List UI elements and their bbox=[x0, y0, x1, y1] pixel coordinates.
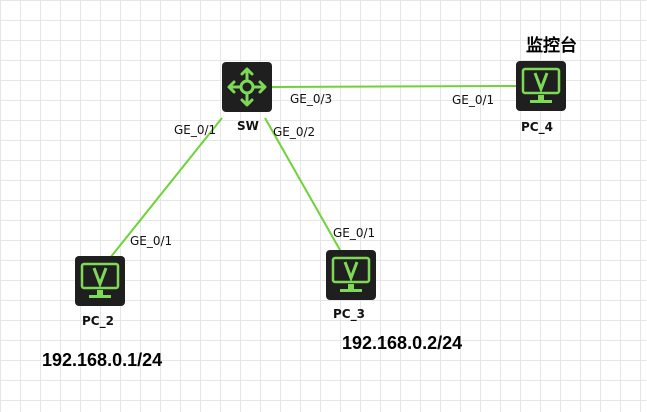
link-sw-pc2 bbox=[109, 117, 223, 259]
node-pc4[interactable]: PC_4 bbox=[516, 61, 566, 135]
monitor-stand bbox=[348, 284, 354, 289]
node-label-pc2: PC_2 bbox=[82, 314, 114, 329]
link-sw-pc3 bbox=[264, 117, 341, 251]
monitor-stand bbox=[538, 95, 544, 100]
node-sw[interactable]: SW bbox=[222, 62, 272, 133]
port-label-pc2-ge01: GE_0/1 bbox=[130, 234, 172, 248]
switch-icon bbox=[222, 62, 272, 112]
switch-arrows-icon bbox=[227, 67, 267, 107]
monitor-base bbox=[530, 100, 552, 103]
pc3-ip-note: 192.168.0.2/24 bbox=[342, 333, 463, 353]
node-label-pc4: PC_4 bbox=[521, 120, 553, 135]
port-label-sw-ge01: GE_0/1 bbox=[174, 123, 216, 137]
node-pc3[interactable]: PC_3 bbox=[326, 250, 376, 322]
port-label-sw-ge02: GE_0/2 bbox=[273, 125, 315, 139]
monitor-base bbox=[340, 289, 362, 292]
monitor-stand bbox=[97, 290, 103, 295]
v-glyph bbox=[92, 267, 108, 289]
node-label-sw: SW bbox=[237, 119, 259, 133]
monitor-station-note: 监控台 bbox=[526, 36, 577, 56]
port-label-sw-ge03: GE_0/3 bbox=[290, 92, 332, 106]
port-label-pc3-ge01: GE_0/1 bbox=[333, 226, 375, 240]
link-sw-pc4 bbox=[271, 85, 517, 88]
port-label-pc4-ge01: GE_0/1 bbox=[452, 93, 494, 107]
node-pc2[interactable]: PC_2 bbox=[75, 256, 125, 329]
pc2-ip-note: 192.168.0.1/24 bbox=[42, 350, 163, 370]
node-label-pc3: PC_3 bbox=[333, 307, 365, 322]
v-glyph bbox=[343, 261, 359, 283]
v-glyph bbox=[533, 72, 549, 94]
monitor-base bbox=[89, 295, 111, 298]
